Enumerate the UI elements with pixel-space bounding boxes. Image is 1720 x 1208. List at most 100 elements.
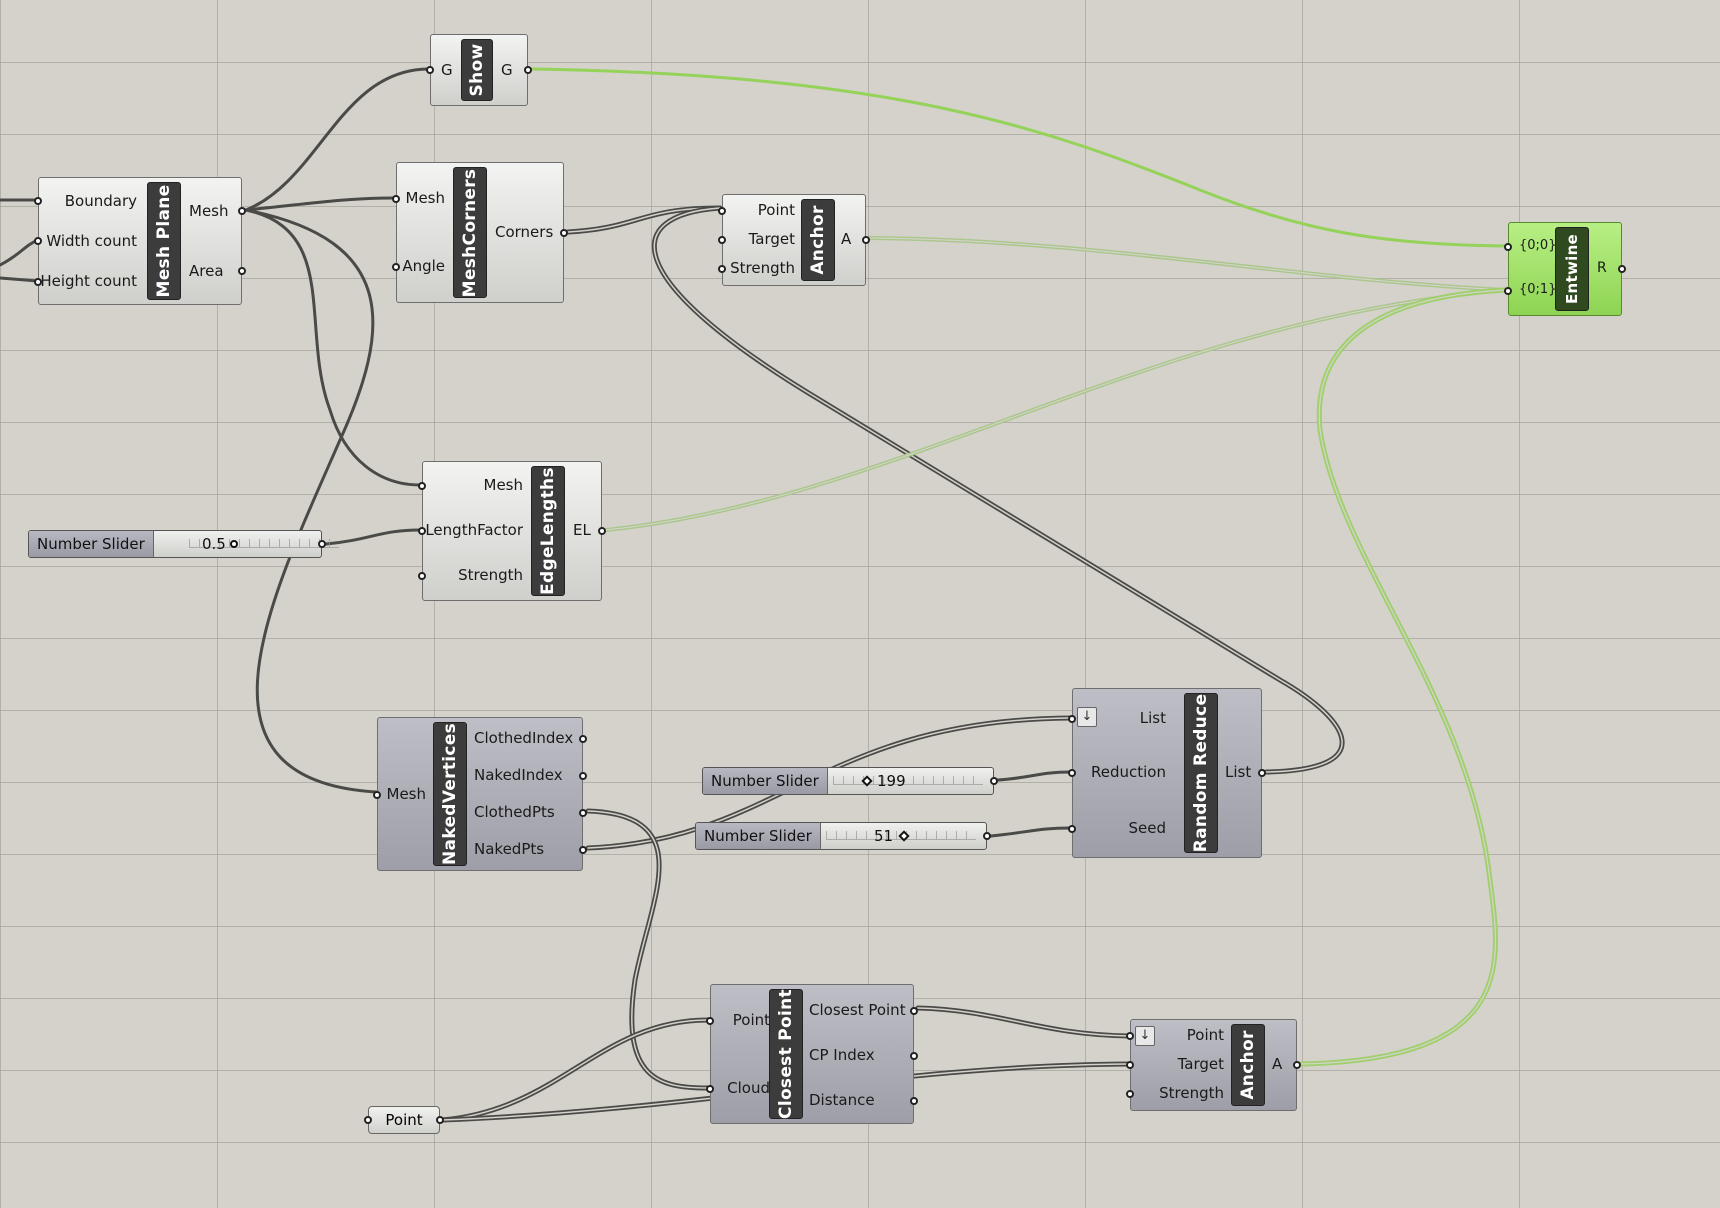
- input-label-strength: Strength: [1159, 1084, 1224, 1102]
- slider-knob[interactable]: [230, 540, 238, 548]
- input-port[interactable]: [34, 237, 42, 245]
- slider-value: 199: [877, 772, 906, 790]
- output-label-clothed-pts: ClothedPts: [474, 803, 555, 821]
- wire: [605, 289, 1507, 531]
- input-port[interactable]: [706, 1017, 714, 1025]
- input-label-angle: Angle: [402, 257, 445, 275]
- output-port[interactable]: [579, 809, 587, 817]
- component-title-bar[interactable]: MeshCorners: [453, 167, 487, 298]
- number-slider-seed[interactable]: Number Slider 51: [695, 822, 991, 850]
- number-slider-length-factor[interactable]: Number Slider 0.5: [28, 530, 339, 558]
- arrow-down-icon[interactable]: ↓: [1135, 1026, 1155, 1046]
- output-port[interactable]: [560, 229, 568, 237]
- wire: [244, 208, 378, 794]
- input-label-mesh: Mesh: [386, 785, 427, 803]
- arrow-down-icon[interactable]: ↓: [1077, 707, 1097, 727]
- output-port[interactable]: [579, 735, 587, 743]
- input-port[interactable]: [1068, 769, 1076, 777]
- input-label-point: Point: [732, 1011, 770, 1029]
- input-label: G: [441, 61, 453, 79]
- input-port[interactable]: [418, 572, 426, 580]
- input-label-cloud: Cloud: [727, 1079, 770, 1097]
- closest-point-component[interactable]: Point Cloud Closest Point Closest Point …: [706, 984, 918, 1124]
- input-port[interactable]: [1126, 1032, 1134, 1040]
- output-port[interactable]: [524, 66, 532, 74]
- input-port[interactable]: [1126, 1061, 1134, 1069]
- entwine-component[interactable]: {0;0} {0;1} Entwine R: [1504, 222, 1626, 316]
- output-port[interactable]: [910, 1097, 918, 1105]
- component-title: Anchor: [808, 205, 828, 275]
- anchor-component[interactable]: Point Target Strength Anchor A: [718, 194, 870, 286]
- input-port[interactable]: [418, 527, 426, 535]
- output-port[interactable]: [318, 540, 326, 548]
- output-label-distance: Distance: [809, 1091, 875, 1109]
- wire: [244, 208, 422, 487]
- input-label-branch-1: {0;1}: [1519, 282, 1557, 297]
- edge-lengths-component[interactable]: Mesh LengthFactor Strength EdgeLengths E…: [418, 461, 606, 601]
- component-title-bar[interactable]: Show: [461, 39, 493, 101]
- show-component[interactable]: G Show G: [426, 34, 532, 106]
- wire: [441, 1019, 709, 1121]
- input-label-seed: Seed: [1128, 819, 1167, 837]
- output-port[interactable]: [862, 236, 870, 244]
- input-port[interactable]: [34, 278, 42, 286]
- input-port[interactable]: [364, 1116, 372, 1124]
- output-port[interactable]: [579, 846, 587, 854]
- input-port[interactable]: [34, 197, 42, 205]
- random-reduce-component[interactable]: ↓ List Reduction Seed Random Reduce List: [1068, 688, 1266, 858]
- slider-value: 0.5: [202, 535, 226, 553]
- output-port[interactable]: [436, 1116, 444, 1124]
- component-title-bar[interactable]: Random Reduce: [1184, 693, 1218, 853]
- input-port[interactable]: [1504, 243, 1512, 251]
- component-title: Closest Point: [776, 989, 796, 1119]
- component-title-bar[interactable]: EdgeLengths: [531, 466, 565, 596]
- output-label-corners: Corners: [495, 223, 554, 241]
- wire: [244, 67, 430, 212]
- mesh-corners-component[interactable]: Mesh Angle MeshCorners Corners: [392, 162, 568, 303]
- input-label-list: List: [1139, 709, 1166, 727]
- input-port[interactable]: [718, 236, 726, 244]
- input-port[interactable]: [373, 791, 381, 799]
- input-port[interactable]: [1504, 287, 1512, 295]
- input-port[interactable]: [706, 1085, 714, 1093]
- slider-caption: Number Slider: [29, 531, 154, 557]
- output-port[interactable]: [910, 1052, 918, 1060]
- wire: [917, 1007, 1131, 1037]
- component-title-bar[interactable]: Anchor: [1231, 1024, 1265, 1106]
- anchor-component-bottom[interactable]: ↓ Point Target Strength Anchor A: [1126, 1019, 1301, 1111]
- input-port[interactable]: [718, 207, 726, 215]
- component-title-bar[interactable]: NakedVertices: [433, 722, 467, 866]
- output-port[interactable]: [910, 1007, 918, 1015]
- component-title-bar[interactable]: Anchor: [801, 199, 835, 281]
- output-port[interactable]: [983, 832, 991, 840]
- number-slider-reduction[interactable]: Number Slider 199: [702, 767, 998, 795]
- input-port[interactable]: [392, 195, 400, 203]
- mesh-plane-component[interactable]: Boundary Width count Height count Mesh P…: [34, 177, 246, 305]
- slider-track[interactable]: [833, 776, 983, 785]
- input-port[interactable]: [392, 263, 400, 271]
- input-port[interactable]: [426, 66, 434, 74]
- component-title-bar[interactable]: Entwine: [1555, 227, 1589, 311]
- wire: [989, 826, 1072, 838]
- output-port[interactable]: [238, 267, 246, 275]
- output-port[interactable]: [598, 527, 606, 535]
- slider-track[interactable]: [189, 539, 339, 548]
- output-port[interactable]: [579, 772, 587, 780]
- output-port[interactable]: [238, 207, 246, 215]
- point-parameter[interactable]: Point: [364, 1106, 444, 1134]
- output-port[interactable]: [1258, 769, 1266, 777]
- output-port[interactable]: [990, 777, 998, 785]
- output-port[interactable]: [1293, 1061, 1301, 1069]
- component-title-bar[interactable]: Closest Point: [769, 989, 803, 1119]
- input-port[interactable]: [418, 482, 426, 490]
- input-label-branch-0: {0;0}: [1519, 238, 1557, 253]
- component-title-bar[interactable]: Mesh Plane: [147, 182, 181, 300]
- output-port[interactable]: [1618, 265, 1626, 273]
- input-port[interactable]: [718, 265, 726, 273]
- input-port[interactable]: [1126, 1090, 1134, 1098]
- input-port[interactable]: [1068, 715, 1076, 723]
- naked-vertices-component[interactable]: Mesh NakedVertices ClothedIndex NakedInd…: [373, 717, 587, 871]
- component-title: Mesh Plane: [154, 184, 174, 298]
- input-port[interactable]: [1068, 825, 1076, 833]
